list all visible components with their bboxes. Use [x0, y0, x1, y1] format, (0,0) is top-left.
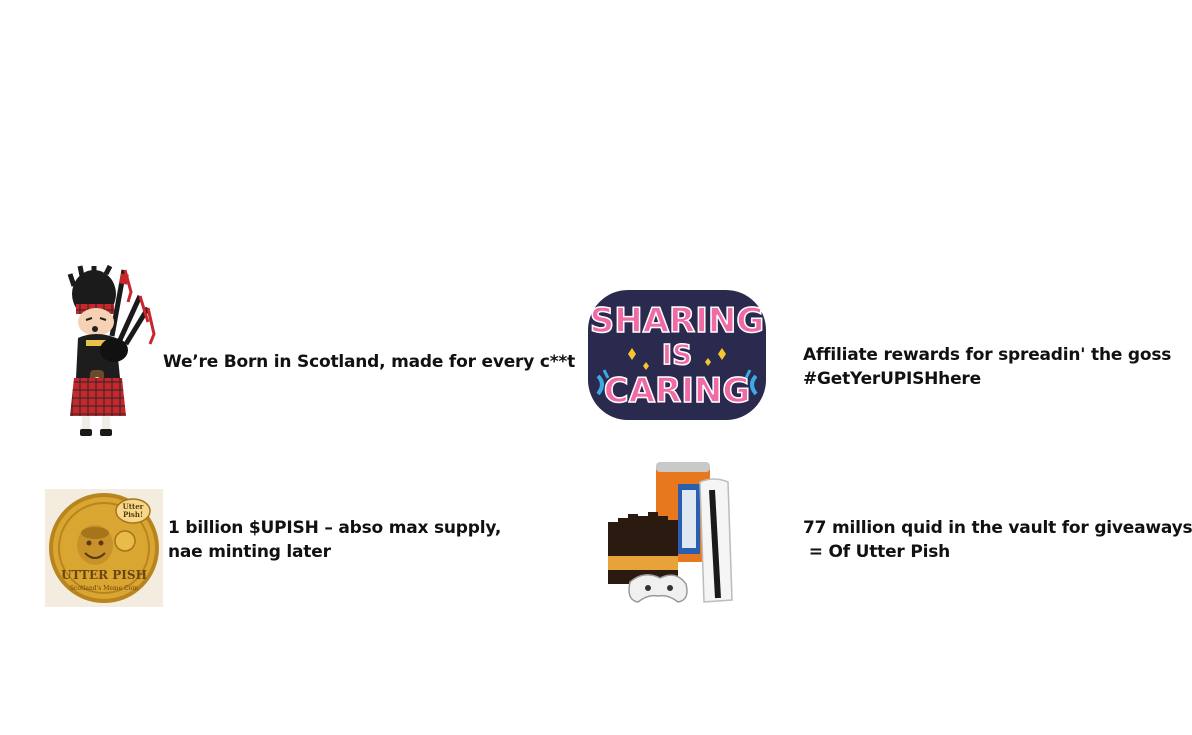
bagpiper-icon: [67, 264, 160, 438]
sticker-word-caring: CARING: [604, 371, 750, 411]
sticker-word-is: IS: [662, 338, 693, 371]
feature-caption-giveaways: 77 million quid in the vault for giveawa…: [803, 516, 1192, 564]
sharing-is-caring-sticker: SHARING IS CARING: [584, 286, 770, 424]
giveaway-prizes-icon: [604, 460, 750, 605]
caption-line: = Of Utter Pish: [803, 542, 951, 562]
feature-caption-supply: 1 billion $UPISH – abso max supply, nae …: [168, 516, 501, 564]
caption-line: Affiliate rewards for spreadin' the goss: [803, 345, 1172, 365]
coin-name: UTTER PISH: [61, 568, 147, 582]
sticker-word-sharing: SHARING: [590, 301, 764, 341]
feature-caption-affiliate-rewards: Affiliate rewards for spreadin' the goss…: [803, 343, 1171, 391]
caption-line: 77 million quid in the vault for giveawa…: [803, 518, 1192, 538]
svg-text:Pish!: Pish!: [123, 510, 143, 519]
caption-line: nae minting later: [168, 542, 331, 562]
caption-line: We’re Born in Scotland, made for every c…: [163, 352, 576, 372]
caption-hashtag: #GetYerUPISHhere: [803, 369, 981, 389]
coin-badge-text: Utter: [123, 502, 144, 511]
coin-tagline: Scotland's Meme Coin: [70, 585, 138, 592]
feature-caption-born-in-scotland: We’re Born in Scotland, made for every c…: [163, 350, 575, 374]
utter-pish-coin-icon: Utter Pish! UTTER PISH Scotland's Meme C…: [45, 489, 163, 607]
caption-line: 1 billion $UPISH – abso max supply,: [168, 518, 502, 538]
